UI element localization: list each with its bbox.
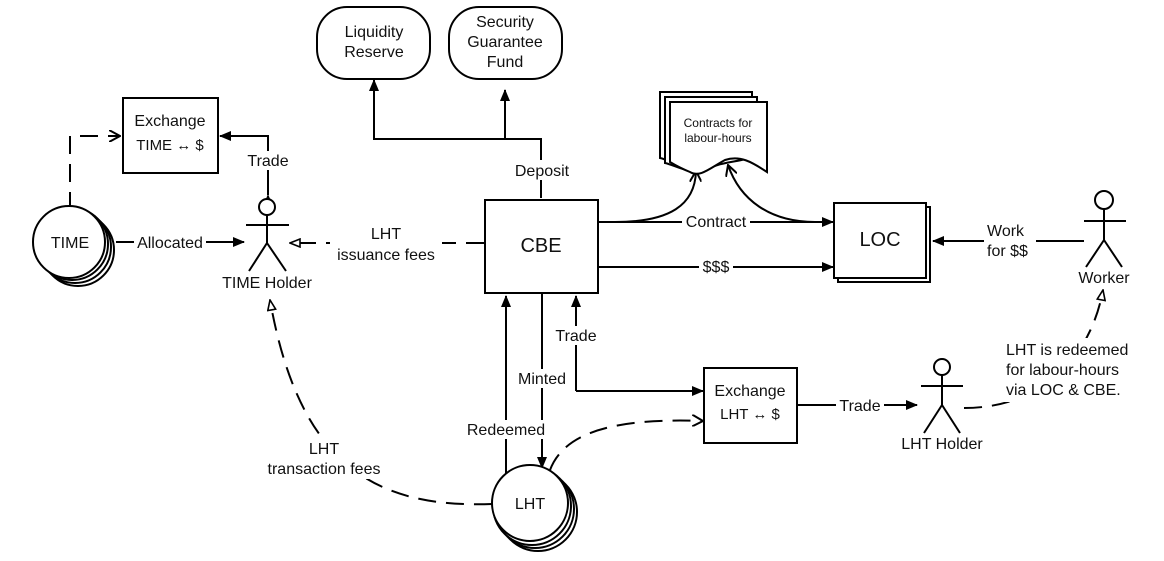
work-label-1: Work — [987, 223, 1025, 240]
loc-label: LOC — [859, 229, 900, 251]
contracts-label-1: Contracts for — [684, 116, 753, 130]
exchange-lht-label-1: Exchange — [714, 383, 785, 400]
redeemed-note-line-2: for labour-hours — [1006, 362, 1119, 379]
trade-lht-label: Trade — [839, 398, 880, 415]
money-label: $$$ — [703, 259, 730, 276]
contract-curve-left — [614, 171, 696, 223]
contracts-node[interactable]: Contracts for labour-hours — [659, 91, 768, 175]
transaction-fees-label-1: LHT — [309, 441, 339, 458]
issuance-fees-label-1: LHT — [371, 226, 401, 243]
security-fund-node[interactable]: Security Guarantee Fund — [448, 6, 563, 80]
trade-time-label: Trade — [247, 153, 288, 170]
exchange-lht-node[interactable]: Exchange LHT ↔ $ — [703, 367, 798, 444]
transaction-fees-label-2: transaction fees — [268, 461, 381, 478]
contracts-label-2: labour-hours — [684, 131, 751, 145]
security-fund-label-3: Fund — [487, 54, 523, 71]
time-token-label: TIME — [51, 235, 89, 252]
security-fund-label-1: Security — [476, 14, 534, 31]
worker-actor[interactable]: Worker — [1078, 190, 1130, 287]
liquidity-reserve-label-2: Reserve — [344, 44, 404, 61]
cbe-label: CBE — [520, 235, 561, 257]
security-fund-label-2: Guarantee — [467, 34, 543, 51]
exchange-lht-label-2: LHT ↔ $ — [720, 406, 780, 423]
liquidity-reserve-node[interactable]: Liquidity Reserve — [316, 6, 431, 80]
trade-cbe-label: Trade — [555, 328, 596, 345]
exchange-time-label-1: Exchange — [134, 113, 205, 130]
cbe-node[interactable]: CBE — [484, 199, 599, 294]
person-icon — [246, 198, 289, 272]
minted-label: Minted — [518, 371, 566, 388]
trade-time-connector — [219, 131, 273, 206]
time-holder-actor[interactable]: TIME Holder — [222, 198, 313, 292]
issuance-fees-label-2: issuance fees — [337, 247, 435, 264]
lht-to-exchange-connector — [549, 421, 703, 471]
work-label-2: for $$ — [987, 243, 1028, 260]
person-icon — [921, 358, 963, 434]
worker-label: Worker — [1078, 270, 1130, 287]
lht-holder-label: LHT Holder — [901, 436, 983, 453]
person-icon — [1084, 190, 1126, 268]
exchange-time-label-2: TIME ↔ $ — [136, 137, 204, 154]
time-holder-label: TIME Holder — [222, 275, 312, 292]
lht-token-label: LHT — [515, 496, 545, 513]
liquidity-reserve-label-1: Liquidity — [345, 24, 404, 41]
lht-holder-actor[interactable]: LHT Holder — [901, 358, 983, 453]
deposit-connector — [369, 79, 542, 198]
time-to-exchange-connector — [69, 136, 120, 210]
deposit-label: Deposit — [515, 163, 570, 180]
allocated-label: Allocated — [137, 235, 203, 252]
contract-curve-right — [728, 165, 816, 223]
contract-label: Contract — [686, 214, 747, 231]
redeemed-note-line-1: LHT is redeemed — [1006, 342, 1128, 359]
time-token-node[interactable]: TIME — [32, 205, 115, 287]
redeemed-note-line-3: via LOC & CBE. — [1006, 382, 1121, 399]
lht-token-node[interactable]: LHT — [491, 464, 578, 552]
redeemed-label: Redeemed — [467, 422, 545, 439]
exchange-time-node[interactable]: Exchange TIME ↔ $ — [122, 97, 219, 174]
loc-node[interactable]: LOC — [833, 202, 931, 283]
